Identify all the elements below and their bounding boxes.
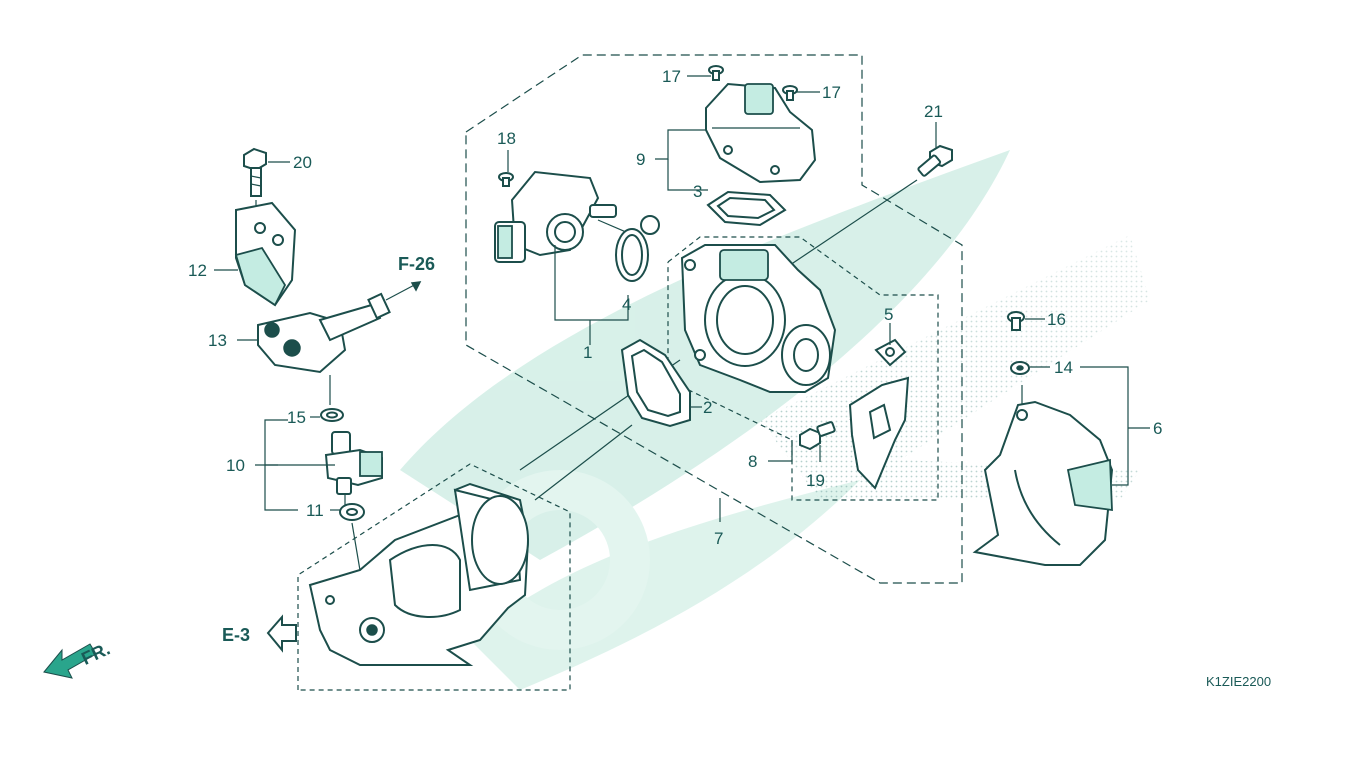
part-18-screw [498,172,514,187]
callout-5: 5 [884,305,893,324]
callout-19: 19 [806,471,825,490]
part-4-gasket [615,215,660,282]
callout-15: 15 [287,408,306,427]
callout-13: 13 [208,331,227,350]
intake-manifold [308,482,530,666]
callout-9: 9 [636,150,645,169]
part-8-bracket [848,376,910,490]
callout-leaders [214,75,1150,522]
part-21-bolt [917,144,953,177]
assembly-7-boundary [465,54,963,584]
part-3-gasket [706,190,787,227]
callout-4: 4 [622,295,631,314]
part-19-bolt [799,421,836,451]
diagram-code: K1ZIE2200 [1206,674,1271,689]
part-17-screw-a [708,65,724,81]
front-arrow-icon [43,643,97,679]
callout-17-right: 17 [822,83,841,102]
callout-3: 3 [693,182,702,201]
part-1-sensor [494,170,617,263]
callout-6: 6 [1153,419,1162,438]
callout-16: 16 [1047,310,1066,329]
part-20-bolt [243,147,267,197]
part-2-gasket [620,338,691,428]
callout-labels: 1 2 3 4 5 6 7 8 9 10 11 12 13 14 15 16 1… [188,67,1162,548]
part-10-injector [324,431,383,495]
callout-11: 11 [306,501,324,520]
part-6-cover [972,400,1114,566]
part-11-seal [339,503,365,521]
callout-21: 21 [924,102,943,121]
front-label: FR. [78,639,113,669]
callout-14: 14 [1054,358,1073,377]
part-5-plate [874,338,907,367]
callout-18: 18 [497,129,516,148]
part-15-oring [320,408,344,422]
part-14-washer [1010,361,1030,375]
callout-8: 8 [748,452,757,471]
callout-7: 7 [714,529,723,548]
callout-20: 20 [293,153,312,172]
throttle-body [680,244,837,393]
callout-2: 2 [703,398,712,417]
part-12-clip [234,201,297,307]
callout-10: 10 [226,456,245,475]
part-9-cover [705,82,817,184]
reference-e3[interactable]: E-3 [222,625,250,645]
callout-1: 1 [583,343,592,362]
callout-12: 12 [188,261,207,280]
assembly-8-boundary [667,236,939,501]
callout-17-left: 17 [662,67,681,86]
part-13-joint [257,281,422,374]
part-16-screw [1007,311,1025,331]
reference-f26[interactable]: F-26 [398,254,435,274]
part-17-screw-b [782,85,798,101]
e3-arrow-icon [266,614,297,653]
